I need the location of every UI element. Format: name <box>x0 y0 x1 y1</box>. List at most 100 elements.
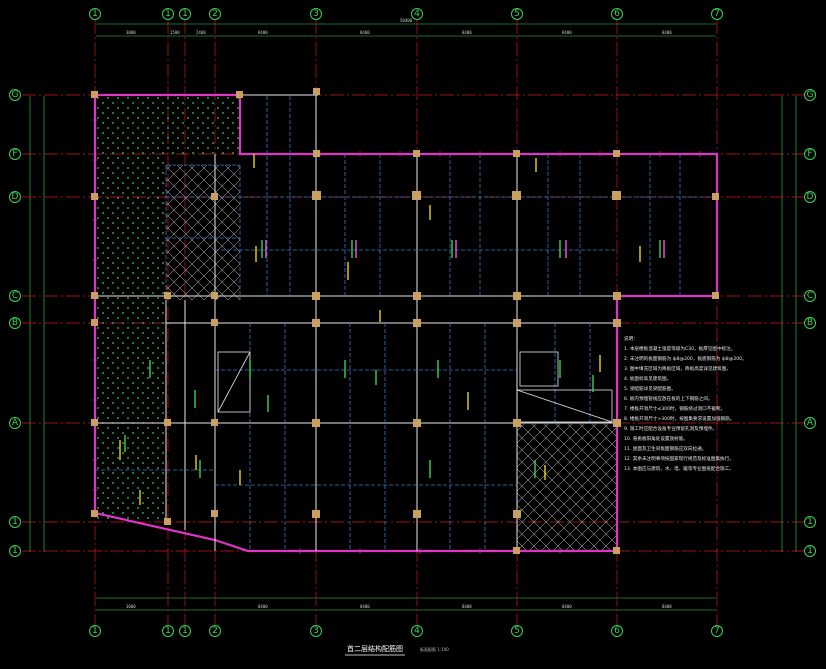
axis-bubble: 1 <box>804 545 816 557</box>
axis-bubble: 2 <box>209 8 221 20</box>
svg-text:C: C <box>807 291 813 301</box>
axis-bubble: 1 <box>89 8 101 20</box>
svg-text:6: 6 <box>614 626 620 636</box>
svg-text:8400: 8400 <box>662 30 672 35</box>
svg-text:8400: 8400 <box>562 604 572 609</box>
svg-text:1: 1 <box>807 517 813 527</box>
drawing-title: 首二层结构配筋图 板面配筋 1:100 <box>345 644 449 656</box>
axis-bubble: C <box>9 290 21 302</box>
note-line: 3. 图中填充区域为降板区域，降板高度详见建筑图。 <box>624 365 731 372</box>
axis-bubble: 7 <box>711 625 723 637</box>
svg-text:50400: 50400 <box>400 18 413 23</box>
note-line: 8. 楼板开洞尺寸>300时，按图集要求设置加强钢筋。 <box>624 415 734 422</box>
axis-bubble: 6 <box>611 8 623 20</box>
note-line: 2. 未注明的板面钢筋为 ф8@200，板底钢筋为 ф8@200。 <box>624 355 747 362</box>
svg-text:8400: 8400 <box>360 30 370 35</box>
note-line: 7. 楼板开洞尺寸≤300时，钢筋绕过洞口不截断。 <box>624 405 725 412</box>
note-line: 4. 板面标高见建筑图。 <box>624 375 671 382</box>
svg-text:2: 2 <box>212 9 218 19</box>
svg-text:A: A <box>12 418 19 428</box>
scale-label: 板面配筋 1:100 <box>420 646 449 652</box>
svg-text:5: 5 <box>514 9 520 19</box>
axis-bubble: 3 <box>310 625 322 637</box>
svg-text:7: 7 <box>714 9 720 19</box>
svg-text:8400: 8400 <box>462 30 472 35</box>
svg-text:1: 1 <box>182 626 188 636</box>
depressed-slab-areas <box>96 96 617 551</box>
svg-text:D: D <box>12 192 19 202</box>
note-line: 13. 本图应与建筑、水、电、暖等专业图纸配合施工。 <box>624 465 734 472</box>
axis-bubble: 1 <box>9 516 21 528</box>
axis-bubble: 4 <box>411 625 423 637</box>
svg-text:8400: 8400 <box>562 30 572 35</box>
axis-bubble: 1 <box>162 625 174 637</box>
note-line: 11. 屋面及卫生间板面钢筋应双向拉通。 <box>624 445 706 452</box>
svg-text:B: B <box>12 318 18 328</box>
note-line: 6. 板内预埋管线应放在板的上下钢筋之间。 <box>624 395 713 402</box>
svg-text:1: 1 <box>12 517 18 527</box>
svg-text:8400: 8400 <box>662 604 672 609</box>
svg-text:6: 6 <box>614 9 620 19</box>
axis-bubble: A <box>9 417 21 429</box>
svg-text:1: 1 <box>807 546 813 556</box>
svg-text:3000: 3000 <box>126 604 136 609</box>
note-line: 12. 其余未注明事项按国家现行规范及标准图集执行。 <box>624 455 734 462</box>
dimension-text: 3000 1500 2400 8400 8400 8400 8400 8400 … <box>126 18 672 609</box>
svg-text:3: 3 <box>313 626 319 636</box>
axis-bubble: 2 <box>209 625 221 637</box>
axis-bubble: 1 <box>89 625 101 637</box>
axis-bubble: B <box>804 317 816 329</box>
svg-text:8400: 8400 <box>462 604 472 609</box>
axis-bubble: C <box>804 290 816 302</box>
svg-text:G: G <box>807 90 814 100</box>
axis-bubble: 1 <box>162 8 174 20</box>
svg-text:5: 5 <box>514 626 520 636</box>
svg-text:3000: 3000 <box>126 30 136 35</box>
svg-text:1: 1 <box>92 9 98 19</box>
note-line: 说明： <box>624 335 638 342</box>
axis-bubble: G <box>804 89 816 101</box>
svg-text:2400: 2400 <box>196 30 206 35</box>
svg-text:F: F <box>12 149 17 159</box>
axis-bubble: D <box>804 191 816 203</box>
axis-bubble: D <box>9 191 21 203</box>
columns <box>91 88 719 554</box>
axis-bubble: 1 <box>179 8 191 20</box>
title-label: 首二层结构配筋图 <box>347 644 403 653</box>
note-line: 1. 本层楼板混凝土强度等级为C30，板厚见图中标注。 <box>624 345 735 352</box>
note-line: 9. 施工时应配合设备专业预留孔洞及预埋件。 <box>624 425 717 432</box>
axis-bubble: 7 <box>711 8 723 20</box>
axis-bubble: 6 <box>611 625 623 637</box>
axis-bubble: 4 <box>411 8 423 20</box>
svg-text:D: D <box>807 192 814 202</box>
svg-text:7: 7 <box>714 626 720 636</box>
note-line: 5. 梁配筋详见梁配筋图。 <box>624 385 676 392</box>
axis-bubble: 1 <box>804 516 816 528</box>
axis-bubble: B <box>9 317 21 329</box>
svg-text:2: 2 <box>212 626 218 636</box>
dimension-lines <box>29 23 797 611</box>
svg-text:3: 3 <box>313 9 319 19</box>
axis-bubbles-bottom: 1 1 1 2 3 4 5 6 7 <box>89 625 723 637</box>
svg-text:4: 4 <box>414 626 420 636</box>
general-notes: 说明： 1. 本层楼板混凝土强度等级为C30，板厚见图中标注。 2. 未注明的板… <box>624 335 747 472</box>
axis-bubble: F <box>804 148 816 160</box>
axis-bubble: 1 <box>179 625 191 637</box>
beams-dashed <box>95 96 717 551</box>
svg-text:8400: 8400 <box>258 30 268 35</box>
svg-text:8400: 8400 <box>360 604 370 609</box>
axis-bubble: 5 <box>511 625 523 637</box>
rebar-marks <box>119 154 665 505</box>
axis-bubbles-top: 1 1 1 2 3 4 5 6 7 <box>89 8 723 20</box>
svg-text:1: 1 <box>182 9 188 19</box>
note-line: 10. 悬挑板阳角处设置放射筋。 <box>624 435 688 442</box>
axis-bubble: F <box>9 148 21 160</box>
svg-text:1: 1 <box>12 546 18 556</box>
svg-text:1500: 1500 <box>170 30 180 35</box>
svg-text:G: G <box>12 90 19 100</box>
axis-bubble: A <box>804 417 816 429</box>
svg-text:1: 1 <box>165 9 171 19</box>
svg-text:4: 4 <box>414 9 420 19</box>
axis-bubble: 3 <box>310 8 322 20</box>
axis-bubble: 1 <box>9 545 21 557</box>
